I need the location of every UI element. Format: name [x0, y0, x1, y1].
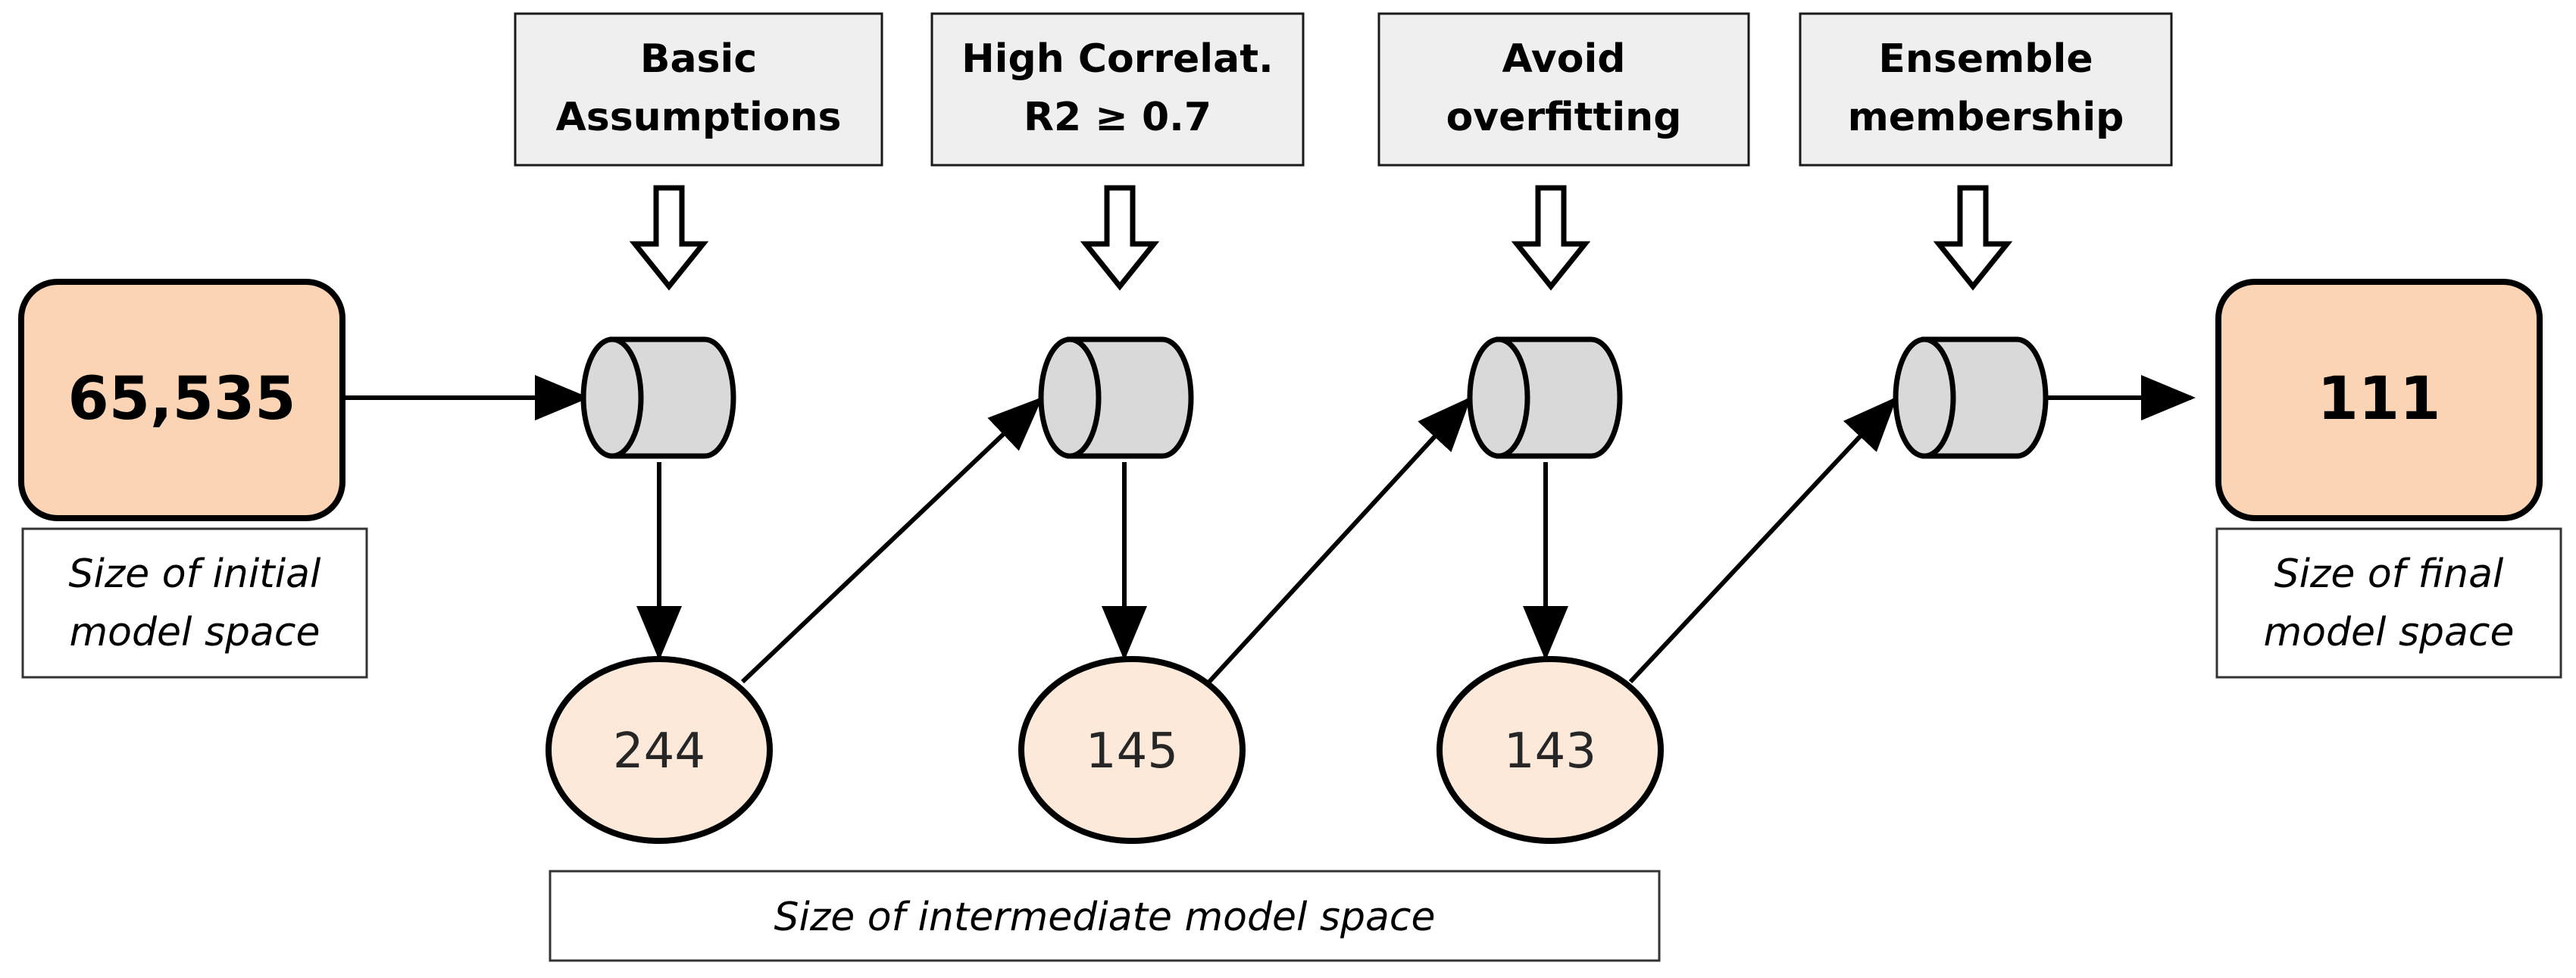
- final-model-space-node: 111: [2215, 279, 2543, 521]
- caption-text: Size of intermediate model space: [774, 895, 1436, 940]
- filter-label-line2: overfitting: [1446, 95, 1682, 140]
- intermediate-node-3: 143: [1436, 656, 1664, 844]
- filter-label-line2: membership: [1848, 95, 2124, 140]
- filter-label-line1: Avoid: [1502, 36, 1625, 82]
- caption-line2: model space: [2264, 610, 2515, 655]
- filter-label-line1: Ensemble: [1878, 36, 2093, 82]
- filter-box-basic-assumptions: Basic Assumptions: [514, 12, 883, 167]
- intermediate-value: 145: [1086, 723, 1178, 780]
- final-model-space-value: 111: [2318, 365, 2441, 433]
- initial-model-space-node: 65,535: [18, 279, 345, 521]
- filter-box-high-correlation: High Correlat. R2 ≥ 0.7: [930, 12, 1305, 167]
- connector-arrow: [740, 396, 1043, 684]
- filter-cylinder-2: [1038, 336, 1194, 459]
- filter-box-ensemble-membership: Ensemble membership: [1799, 12, 2173, 167]
- initial-model-space-caption: Size of initial model space: [21, 527, 368, 679]
- caption-line1: Size of final: [2274, 551, 2504, 597]
- connector-arrow: [1628, 396, 1898, 684]
- down-arrow-icon: [629, 185, 709, 291]
- connector-arrow: [1207, 396, 1472, 684]
- filter-cylinder-4: [1893, 336, 2049, 459]
- filter-label-line2: R2 ≥ 0.7: [1024, 95, 1211, 140]
- filter-label-line2: Assumptions: [556, 95, 842, 140]
- intermediate-value: 244: [613, 723, 705, 780]
- down-arrow-icon: [1511, 185, 1591, 291]
- intermediate-model-space-caption: Size of intermediate model space: [549, 870, 1661, 962]
- caption-line1: Size of initial: [69, 551, 321, 597]
- intermediate-value: 143: [1504, 723, 1596, 780]
- filter-cylinder-1: [580, 336, 736, 459]
- intermediate-node-1: 244: [546, 656, 773, 844]
- filter-cylinder-3: [1467, 336, 1623, 459]
- filter-label-line1: Basic: [640, 36, 757, 82]
- intermediate-node-2: 145: [1018, 656, 1246, 844]
- down-arrow-icon: [1933, 185, 2013, 291]
- initial-model-space-value: 65,535: [68, 365, 296, 433]
- down-arrow-icon: [1080, 185, 1160, 291]
- filter-box-avoid-overfitting: Avoid overfitting: [1377, 12, 1750, 167]
- final-model-space-caption: Size of final model space: [2215, 527, 2562, 679]
- filter-label-line1: High Correlat.: [961, 36, 1274, 82]
- caption-line2: model space: [70, 610, 320, 655]
